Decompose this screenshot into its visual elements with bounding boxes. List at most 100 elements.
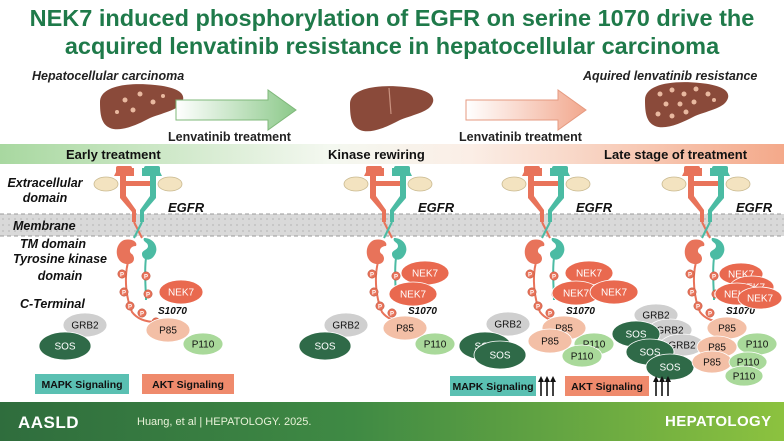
p85-s4a-text: P85 (718, 324, 736, 335)
p85-s1: P85 (145, 317, 191, 343)
kinase-orange (684, 239, 705, 265)
kinase-teal (550, 238, 565, 260)
egfr-extracellular-teal (548, 168, 570, 222)
p110-s4c-shape (724, 365, 764, 387)
label-c-terminal: C-Terminal (20, 297, 85, 311)
treatment-arrow-green (175, 89, 297, 131)
egfr-label: EGFR (168, 200, 205, 215)
citation: Huang, et al | HEPATOLOGY. 2025. (137, 416, 312, 428)
phospho-label: P (528, 273, 532, 279)
phospho-site (375, 301, 385, 311)
increase-arrow-akt-2 (659, 376, 665, 396)
p85-s4c-text: P85 (703, 358, 721, 369)
phospho-site (549, 271, 559, 281)
increase-arrow-mapk-2-head (544, 376, 550, 382)
membrane-bar (0, 214, 784, 236)
nek7-s2a-text: NEK7 (412, 269, 439, 280)
phospho-label: P (552, 275, 556, 281)
increase-arrow-mapk-1-head (538, 376, 544, 382)
sos-s2: SOS (298, 331, 352, 361)
nek7-s2b: NEK7 (388, 281, 438, 307)
egfr-bridge (374, 181, 402, 186)
sos-s3b-text: SOS (489, 351, 510, 362)
phospho-site (125, 301, 135, 311)
ligand-right (565, 176, 591, 192)
treatment-label-1: Lenvatinib treatment (168, 130, 292, 144)
egfr-extracellular-orange (522, 168, 544, 222)
p85-s4a: P85 (706, 316, 748, 340)
nek7-s2a: NEK7 (400, 260, 450, 286)
phospho-label: P (128, 305, 132, 311)
p110-s4a: P110 (736, 332, 778, 356)
phospho-label: P (378, 305, 382, 311)
mapk-label-2: MAPK Signaling (452, 381, 533, 393)
egfr-head-teal (144, 166, 160, 176)
phospho-label: P (690, 291, 694, 297)
phospho-site (117, 269, 127, 279)
grb2-s4c-text: GRB2 (668, 341, 696, 352)
phospho-label: P (122, 291, 126, 297)
egfr-extracellular-orange (114, 168, 136, 222)
p110-s4c-text: P110 (733, 372, 756, 383)
grb2-s2: GRB2 (323, 312, 369, 338)
egfr-head-orange (116, 166, 132, 176)
sos-s4c-text: SOS (659, 363, 680, 374)
p110-s4c: P110 (724, 365, 764, 387)
phospho-site (687, 287, 697, 297)
phospho-site (527, 287, 537, 297)
kinase-teal (392, 238, 407, 260)
increase-arrow-mapk-2 (544, 376, 550, 396)
footer-bar (0, 402, 784, 441)
p85-s4c: P85 (691, 350, 733, 374)
diagram-canvas: Hepatocellular carcinoma Aquired lenvati… (0, 69, 784, 396)
ligand-right (407, 176, 433, 192)
grb2-s3: GRB2 (485, 311, 531, 337)
akt-label-2: AKT Signaling (571, 381, 643, 393)
p110-s2-text: P110 (424, 340, 447, 351)
egfr-receptor-1: PPPPPPPEGFRS1070 (93, 166, 205, 327)
kinase-teal (710, 238, 725, 260)
phospho-label: P (390, 312, 394, 318)
egfr-head-teal (552, 166, 568, 176)
nek7-s4d: NEK7 (737, 286, 783, 310)
egfr-head-orange (524, 166, 540, 176)
stage-band (0, 144, 784, 164)
sos-s4c: SOS (645, 353, 695, 381)
phospho-label: P (688, 273, 692, 279)
egfr-label: EGFR (418, 200, 455, 215)
sos-s2-text: SOS (314, 342, 335, 353)
sos-s1-shape (38, 331, 92, 361)
grb2-s3-shape (485, 311, 531, 337)
increase-arrow-akt-2-head (659, 376, 665, 382)
egfr-extracellular-teal (708, 168, 730, 222)
p110-s3a-text: P110 (583, 340, 606, 351)
sos-s2-shape (298, 331, 352, 361)
phospho-site (387, 308, 397, 318)
ligand-left (501, 176, 527, 192)
nek7-s2b-shape (388, 281, 438, 307)
phospho-site (143, 289, 153, 299)
nek7-s4c-text: NEK7 (724, 290, 751, 301)
phospho-site (685, 269, 695, 279)
treatment-label-2: Lenvatinib treatment (459, 130, 583, 144)
sos-s1: SOS (38, 331, 92, 361)
p110-s2: P110 (414, 332, 456, 356)
tm-teal (541, 221, 551, 239)
phospho-label: P (140, 312, 144, 318)
grb2-s3-text: GRB2 (494, 320, 522, 331)
nek7-s3c-text: NEK7 (601, 288, 628, 299)
egfr-extracellular-teal (390, 168, 412, 222)
p85-s2-shape (382, 315, 428, 341)
phospho-label: P (372, 291, 376, 297)
phospho-site (693, 301, 703, 311)
p110-s3b-shape (561, 344, 603, 368)
kinase-orange (366, 239, 387, 265)
egfr-label: EGFR (736, 200, 773, 215)
sos-s4b-text: SOS (639, 348, 660, 359)
resistance-label: Aquired lenvatinib resistance (582, 69, 757, 83)
tm-teal (383, 221, 393, 239)
label-membrane: Membrane (13, 219, 76, 233)
s1070-label: S1070 (566, 306, 595, 317)
